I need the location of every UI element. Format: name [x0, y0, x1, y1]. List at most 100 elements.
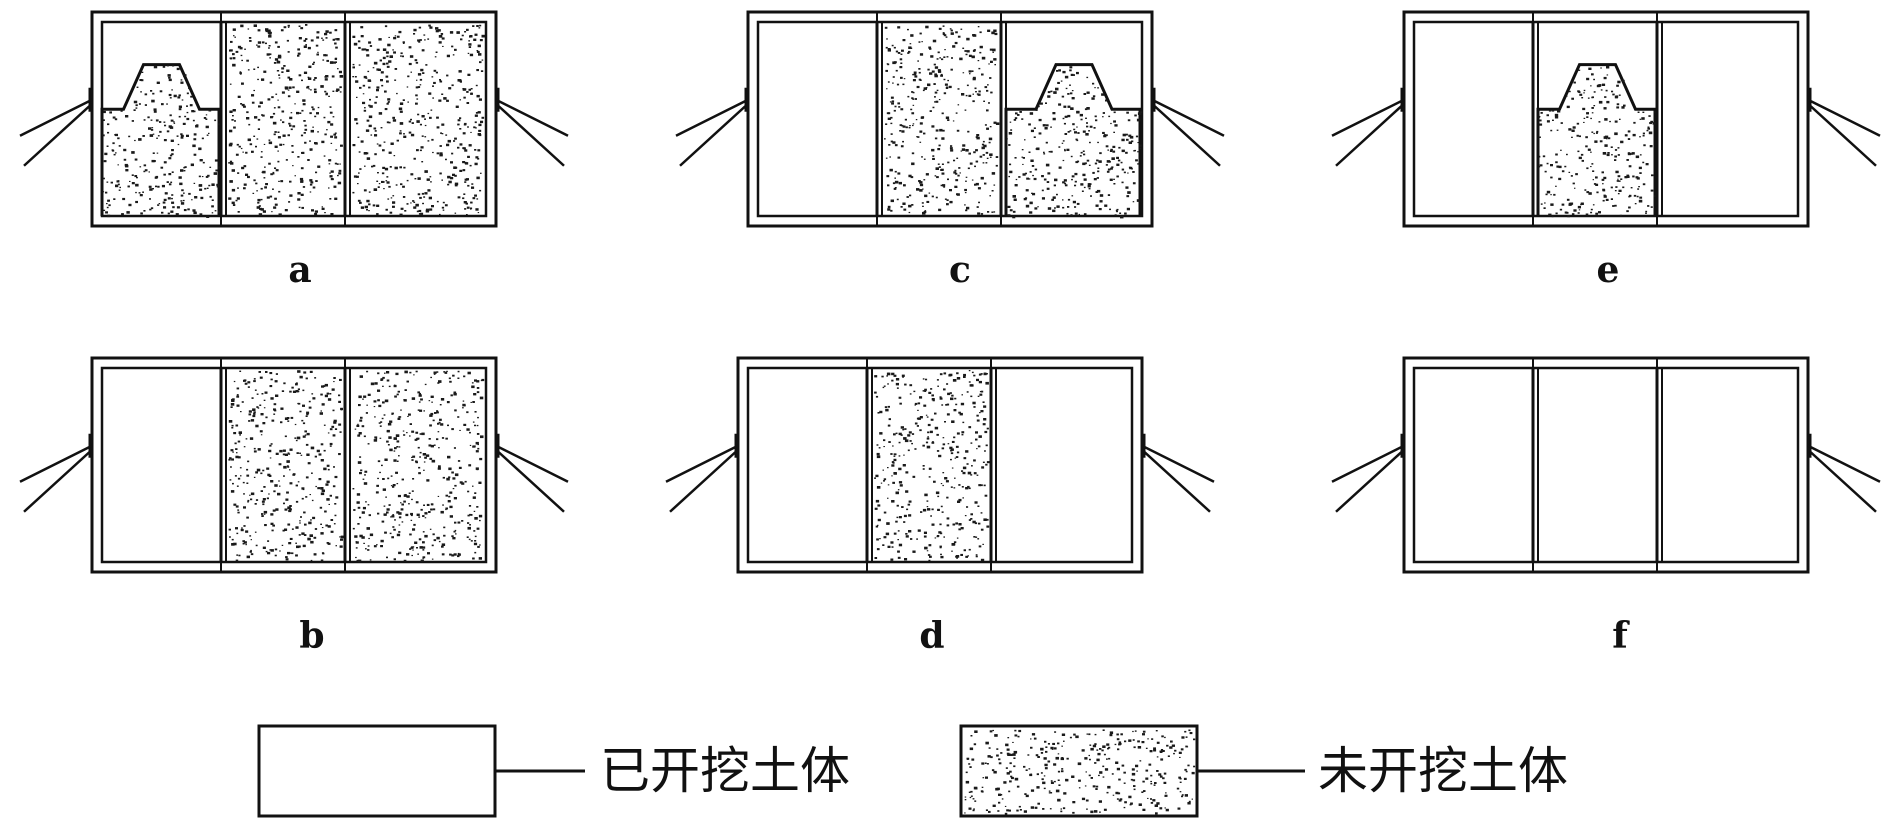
soil-dot: [1600, 89, 1603, 91]
soil-dot: [1150, 774, 1153, 777]
soil-dot: [1590, 208, 1593, 211]
soil-dot: [928, 46, 932, 49]
soil-dot: [926, 550, 929, 552]
soil-dot: [243, 183, 247, 186]
soil-dot: [187, 208, 190, 211]
soil-dot: [250, 549, 252, 552]
soil-dot: [394, 519, 396, 521]
soil-dot: [1062, 159, 1065, 162]
soil-dot: [1130, 802, 1133, 805]
soil-dot: [1123, 771, 1126, 774]
soil-dot: [1030, 789, 1035, 792]
soil-dot: [180, 136, 184, 139]
soil-dot: [1106, 791, 1109, 794]
soil-dot: [931, 125, 935, 128]
soil-dot: [1067, 206, 1070, 208]
soil-dot: [230, 449, 234, 452]
soil-dot: [449, 505, 453, 509]
soil-dot: [1083, 93, 1087, 95]
soil-dot: [384, 372, 386, 374]
soil-dot: [328, 95, 330, 97]
soil-dot: [1160, 775, 1163, 778]
soil-dot: [388, 60, 392, 63]
soil-dot: [390, 142, 394, 145]
soil-dot: [1118, 799, 1122, 802]
soil-dot: [301, 206, 304, 209]
soil-dot: [1642, 183, 1646, 186]
soil-dot: [373, 127, 377, 130]
soil-dot: [919, 181, 923, 184]
soil-dot: [289, 552, 292, 554]
soil-dot: [932, 441, 934, 443]
soil-dot: [333, 133, 337, 136]
soil-dot: [369, 45, 373, 47]
soil-dot: [964, 812, 966, 814]
soil-dot: [1033, 177, 1037, 181]
soil-dot: [172, 64, 175, 67]
soil-dot: [357, 423, 359, 425]
legend-unexcavated: 未开挖土体: [959, 724, 1568, 818]
soil-dot: [895, 382, 899, 386]
soil-dot: [1077, 762, 1082, 766]
soil-dot: [1055, 87, 1059, 91]
soil-dot: [908, 514, 912, 517]
soil-dot: [266, 497, 269, 500]
soil-dot: [1591, 96, 1594, 99]
soil-dot: [1033, 127, 1036, 129]
soil-dot: [477, 212, 480, 214]
soil-dot: [1605, 198, 1609, 201]
soil-dot: [955, 522, 958, 525]
soil-dot: [1124, 801, 1127, 804]
soil-dot: [115, 184, 119, 188]
soil-dot: [893, 109, 896, 112]
soil-dot: [1626, 210, 1629, 213]
soil-dot: [1545, 193, 1548, 196]
soil-dot: [1171, 744, 1175, 747]
soil-dot: [985, 381, 989, 385]
soil-dot: [1061, 768, 1064, 770]
soil-dot: [916, 538, 918, 540]
soil-dot: [984, 430, 988, 434]
soil-dot: [974, 87, 977, 90]
soil-dot: [287, 466, 290, 468]
soil-dot: [911, 112, 915, 115]
soil-dot: [934, 412, 937, 415]
soil-dot: [159, 90, 163, 93]
soil-dot: [232, 109, 236, 112]
soil-dot: [402, 185, 405, 188]
legend-excavated: 已开挖土体: [257, 724, 850, 818]
soil-dot: [417, 193, 421, 196]
soil-dot: [968, 70, 972, 73]
soil-dot: [448, 467, 452, 471]
soil-dot: [1641, 117, 1645, 120]
soil-dot: [391, 515, 395, 518]
soil-dot: [278, 213, 282, 216]
soil-dot: [1627, 130, 1631, 133]
soil-dot: [173, 121, 175, 123]
soil-dot: [422, 531, 425, 533]
soil-dot: [919, 396, 923, 399]
soil-dot: [421, 135, 424, 137]
soil-dot: [332, 116, 335, 118]
soil-dot: [119, 186, 121, 189]
soil-dot: [1096, 189, 1101, 193]
soil-dot: [133, 100, 138, 104]
soil-dot: [1027, 754, 1030, 756]
soil-dot: [242, 151, 244, 153]
soil-dot: [267, 551, 271, 555]
panel-f: f: [1331, 356, 1881, 657]
soil-dot: [1054, 731, 1057, 733]
soil-dot: [876, 452, 880, 456]
soil-dot: [312, 516, 316, 520]
soil-dot: [1090, 777, 1093, 779]
soil-dot: [289, 537, 293, 540]
soil-dot: [481, 34, 485, 38]
soil-dot: [237, 511, 240, 514]
soil-dot: [373, 188, 378, 191]
soil-dot: [905, 126, 908, 129]
soil-dot: [1013, 198, 1017, 201]
soil-dot: [329, 494, 332, 497]
anchor-rod-left: [665, 444, 739, 483]
soil-dot: [1645, 212, 1647, 214]
soil-dot: [1035, 148, 1038, 150]
